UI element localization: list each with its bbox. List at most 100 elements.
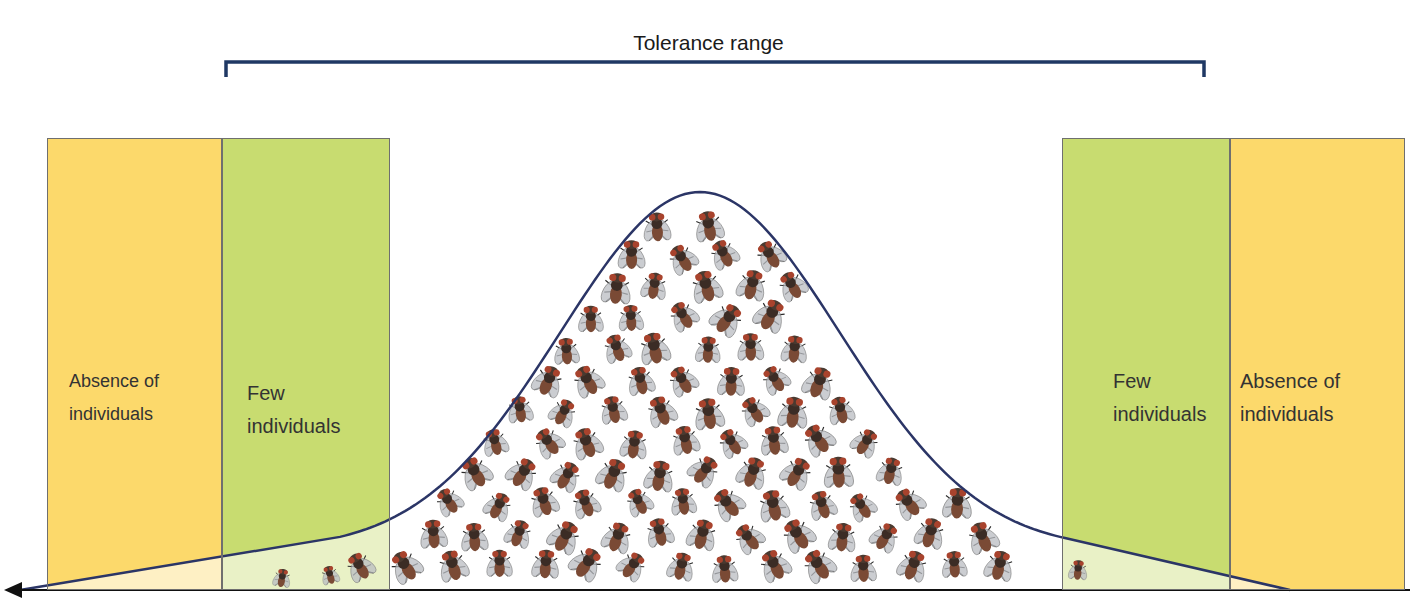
fly-eye — [563, 461, 572, 470]
fly-head — [804, 423, 821, 438]
fly-eye — [893, 459, 901, 467]
band-box: Absence of individuals — [1230, 138, 1405, 590]
fly-eye — [804, 429, 814, 439]
fly-eye — [561, 520, 571, 530]
fly-eye — [819, 490, 827, 498]
fly-eye — [713, 494, 723, 504]
fly-eye — [779, 275, 788, 284]
fly-head — [559, 338, 572, 347]
fly-eye — [1073, 561, 1078, 566]
band-fill — [222, 138, 390, 590]
fly-head — [575, 427, 591, 441]
fly-eye — [637, 556, 646, 565]
fly-icon — [318, 564, 343, 588]
fly-head — [515, 519, 529, 531]
fly-head — [883, 522, 898, 536]
fly-icon — [616, 304, 647, 333]
band-fill — [1230, 138, 1405, 590]
fly-head — [748, 456, 764, 469]
fly-eye — [719, 433, 728, 442]
fly-icon — [541, 515, 587, 560]
fly-head — [725, 303, 742, 319]
fly-eye — [716, 556, 723, 563]
fly-eye — [741, 401, 750, 410]
fly-eye — [450, 550, 459, 559]
fly-icon — [595, 393, 631, 427]
fly-head — [804, 548, 821, 564]
fly-head — [849, 492, 864, 505]
fly-icon — [774, 395, 813, 432]
fly-eye — [649, 399, 658, 408]
fly-icon — [478, 487, 518, 526]
fly-icon — [661, 238, 703, 280]
fly-eye — [979, 521, 988, 530]
fly-head — [649, 272, 662, 282]
fly-icon — [543, 394, 582, 432]
fly-eye — [698, 213, 706, 221]
band-box: Few individuals — [1062, 138, 1230, 590]
fly-eye — [732, 308, 742, 318]
fly-head — [695, 269, 711, 282]
fly-eye — [614, 334, 622, 342]
fly-icon — [795, 543, 842, 589]
fly-eye — [836, 523, 843, 530]
fly-eye — [946, 552, 953, 559]
fly-eye — [839, 457, 847, 465]
fly-eye — [764, 428, 771, 435]
fly-eye — [582, 489, 590, 497]
fly-icon — [708, 554, 741, 585]
fly-eye — [630, 551, 639, 560]
fly-eye — [592, 552, 602, 562]
fly-eye — [696, 519, 704, 527]
fly-eye — [870, 432, 878, 440]
fly-icon — [842, 487, 882, 526]
fly-eye — [882, 522, 891, 531]
fly-eye — [684, 426, 692, 434]
fly-head — [533, 486, 548, 498]
fly-head — [520, 457, 536, 472]
fly-eye — [520, 457, 529, 466]
fly-icon — [432, 546, 474, 586]
fly-eye — [466, 524, 473, 531]
fly-eye — [569, 525, 579, 535]
fly-eye — [755, 272, 763, 280]
fly-eye — [775, 303, 785, 313]
fly-eye — [608, 458, 617, 467]
band-box: Absence of individuals — [47, 138, 222, 590]
fly-eye — [844, 524, 851, 531]
fly-eye — [675, 490, 682, 497]
fly-eye — [769, 549, 778, 558]
fly-eye — [764, 240, 773, 249]
fly-eye — [757, 245, 766, 254]
fly-eye — [709, 338, 715, 344]
fly-head — [644, 331, 660, 343]
fly-eye — [347, 556, 356, 565]
fly-icon — [662, 360, 704, 401]
fly-eye — [916, 553, 925, 562]
fly-eye — [743, 334, 750, 341]
fly-icon — [845, 423, 885, 463]
band-label: Absence of individuals — [69, 365, 219, 431]
fly-head — [719, 428, 734, 442]
fly-eye — [703, 270, 712, 279]
fly-eye — [618, 274, 626, 282]
fly-eye — [584, 547, 594, 557]
fly-head — [631, 366, 645, 377]
fly-eye — [649, 520, 657, 528]
fly-head — [699, 210, 714, 222]
fly-eye — [720, 488, 730, 498]
fly-icon — [527, 421, 570, 464]
fly-eye — [657, 395, 666, 404]
fly-head — [812, 490, 827, 502]
fly-eye — [676, 244, 685, 253]
fly-eye — [925, 518, 934, 527]
band-box: Few individuals — [222, 138, 390, 590]
fly-icon — [453, 450, 499, 495]
fly-icon — [755, 360, 796, 400]
fly-head — [609, 457, 626, 471]
fly-eye — [639, 366, 647, 374]
fly-icon — [692, 336, 723, 365]
fly-eye — [574, 492, 582, 500]
fly-head — [630, 551, 645, 565]
